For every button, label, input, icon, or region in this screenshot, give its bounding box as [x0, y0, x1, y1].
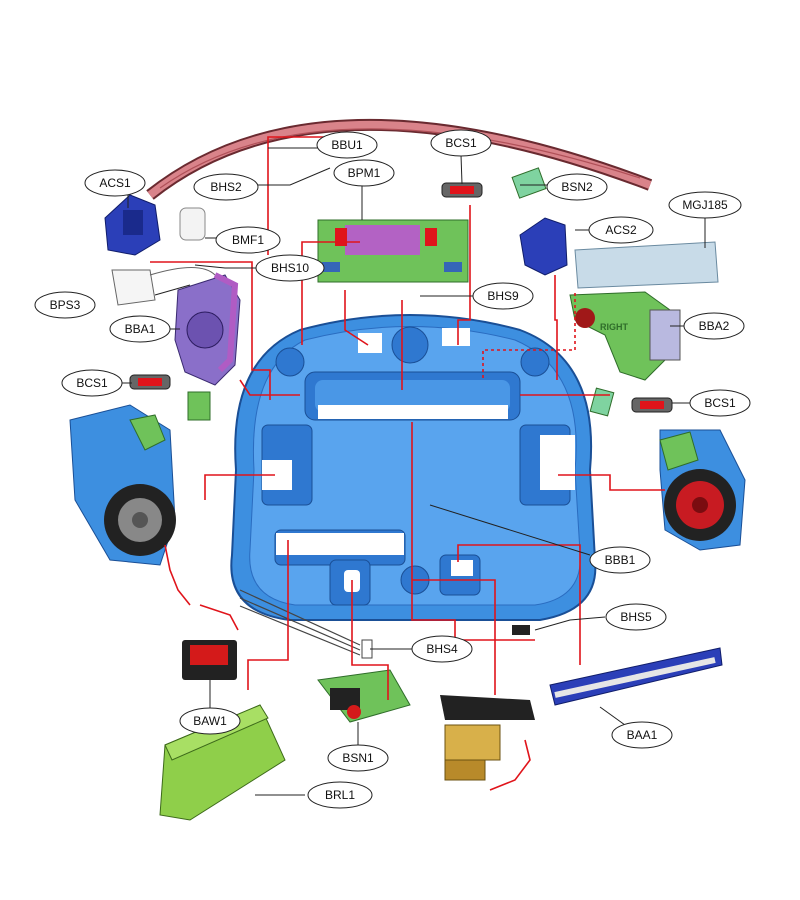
right-gear-text: RIGHT [600, 322, 629, 332]
callout-bhs4: BHS4 [411, 635, 473, 663]
callout-acs2: ACS2 [588, 216, 654, 244]
label-acs2: ACS2 [605, 223, 637, 237]
bcs1-right-part [631, 397, 673, 413]
callout-bcs1-left: BCS1 [61, 369, 123, 397]
bcs1-left-part [129, 374, 171, 390]
bsn1-part [317, 669, 411, 723]
callout-bbu1: BBU1 [316, 131, 378, 159]
label-brl1: BRL1 [325, 788, 355, 802]
label-bbu1: BBU1 [331, 138, 363, 152]
label-bmf1: BMF1 [232, 233, 264, 247]
bps3-part [111, 267, 216, 306]
label-bcs1-right: BCS1 [704, 396, 736, 410]
label-bba1: BBA1 [125, 322, 156, 336]
label-bps3: BPS3 [50, 298, 81, 312]
label-bpm1: BPM1 [348, 166, 381, 180]
label-bhs4: BHS4 [426, 642, 458, 656]
main-pcb-part [317, 219, 469, 283]
label-mgj185: MGJ185 [682, 198, 728, 212]
callout-bhs10: BHS10 [255, 254, 325, 282]
callout-bcs1-right: BCS1 [689, 389, 751, 417]
label-bcs1-top: BCS1 [445, 136, 477, 150]
bba1-part [174, 272, 241, 386]
bhs5-part [512, 625, 530, 635]
callout-bsn1: BSN1 [327, 744, 389, 772]
label-bsn1: BSN1 [342, 751, 374, 765]
callout-mgj185: MGJ185 [668, 191, 742, 219]
label-bhs10: BHS10 [271, 261, 309, 275]
label-baw1: BAW1 [193, 714, 227, 728]
label-bba2: BBA2 [699, 319, 730, 333]
bmf1-part [179, 207, 206, 241]
bsn2-part [511, 167, 547, 199]
label-bcs1-left: BCS1 [76, 376, 108, 390]
mgj185-part [574, 241, 719, 289]
callout-bba1: BBA1 [109, 315, 171, 343]
chassis-base [230, 314, 597, 621]
callout-bmf1: BMF1 [215, 226, 281, 254]
callout-baa1: BAA1 [611, 721, 673, 749]
bumper-part [146, 119, 653, 200]
label-bhs5: BHS5 [620, 610, 652, 624]
callout-bbb1: BBB1 [589, 546, 651, 574]
callout-bhs9: BHS9 [472, 282, 534, 310]
bcs1-top-part [441, 182, 483, 198]
right-wheel-module-part [659, 429, 746, 551]
bhs4-cable-part [239, 589, 373, 659]
callout-bsn2: BSN2 [546, 173, 608, 201]
right-sensor-small-part [589, 387, 615, 417]
label-acs1: ACS1 [99, 176, 131, 190]
label-bhs2: BHS2 [210, 180, 242, 194]
red-wiring [150, 136, 665, 791]
label-baa1: BAA1 [627, 728, 658, 742]
acs2-part [519, 217, 568, 276]
callout-bps3: BPS3 [34, 291, 96, 319]
callout-acs1: ACS1 [84, 169, 146, 197]
label-bsn2: BSN2 [561, 180, 593, 194]
callout-brl1: BRL1 [307, 781, 373, 809]
brush-motor-part [440, 695, 535, 781]
callout-bcs1-top: BCS1 [430, 129, 492, 157]
baw1-part [182, 640, 237, 680]
left-wheel-module-part [69, 391, 211, 566]
callout-bhs5: BHS5 [605, 603, 667, 631]
callout-bba2: BBA2 [683, 312, 745, 340]
callout-baw1: BAW1 [179, 707, 241, 735]
leader-lines [122, 147, 706, 796]
label-bbb1: BBB1 [605, 553, 636, 567]
callout-bhs2: BHS2 [193, 173, 259, 201]
bba2-part: RIGHT [569, 291, 681, 381]
label-bhs9: BHS9 [487, 289, 519, 303]
callout-bpm1: BPM1 [333, 159, 395, 187]
acs1-part [104, 194, 161, 256]
baa1-part [549, 647, 723, 706]
